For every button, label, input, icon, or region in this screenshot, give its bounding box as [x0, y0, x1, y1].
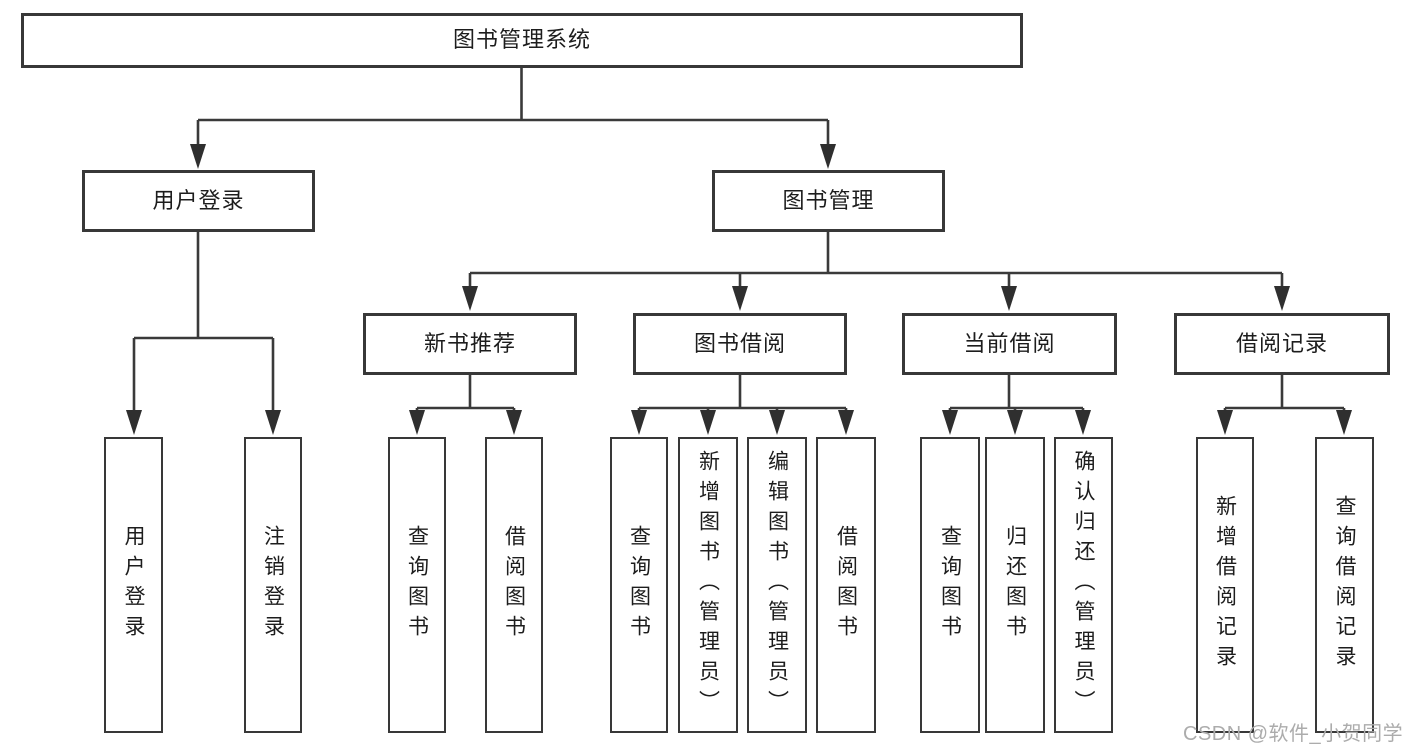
leaf-user-login: 用户登录 — [104, 437, 163, 733]
leaf-query-books-2: 查询图书 — [610, 437, 668, 733]
node-root: 图书管理系统 — [21, 13, 1023, 68]
leaf-query-books-3-label: 查询图书 — [938, 525, 962, 645]
arrow-icon — [820, 144, 836, 169]
arrow-icon — [631, 410, 647, 435]
leaf-logout-label: 注销登录 — [261, 525, 285, 645]
arrow-icon — [126, 410, 142, 435]
leaf-edit-book-admin: 编辑图书（管理员） — [747, 437, 807, 733]
leaf-borrow-books-1: 借阅图书 — [485, 437, 543, 733]
leaf-logout: 注销登录 — [244, 437, 302, 733]
arrow-icon — [838, 410, 854, 435]
node-book-management: 图书管理 — [712, 170, 945, 232]
node-book-management-label: 图书管理 — [782, 187, 875, 213]
leaf-borrow-books-2: 借阅图书 — [816, 437, 876, 733]
node-root-label: 图书管理系统 — [452, 27, 591, 53]
arrow-icon — [1001, 286, 1017, 311]
leaf-add-borrow-record: 新增借阅记录 — [1196, 437, 1254, 733]
watermark: CSDN @软件_小贺同学 — [1183, 723, 1404, 745]
leaf-query-borrow-record-label: 查询借阅记录 — [1333, 495, 1357, 675]
arrow-icon — [409, 410, 425, 435]
connector-root-to-level2 — [196, 68, 830, 150]
arrow-icon — [732, 286, 748, 311]
arrow-icon — [769, 410, 785, 435]
leaf-add-borrow-record-label: 新增借阅记录 — [1213, 495, 1237, 675]
leaf-query-borrow-record: 查询借阅记录 — [1315, 437, 1374, 733]
node-user-login: 用户登录 — [82, 170, 315, 232]
arrow-icon — [462, 286, 478, 311]
node-book-borrow: 图书借阅 — [633, 313, 847, 375]
connector-user-login-children — [132, 232, 275, 418]
leaf-confirm-return-admin: 确认归还（管理员） — [1054, 437, 1113, 733]
connector-book-borrow-children — [637, 375, 848, 420]
leaf-borrow-books-2-label: 借阅图书 — [834, 525, 858, 645]
leaf-add-book-admin: 新增图书（管理员） — [678, 437, 738, 733]
arrow-icon — [1007, 410, 1023, 435]
arrow-icon — [942, 410, 958, 435]
arrow-icon — [1336, 410, 1352, 435]
node-current-borrow: 当前借阅 — [902, 313, 1117, 375]
leaf-add-book-admin-label: 新增图书（管理员） — [696, 450, 720, 720]
leaf-edit-book-admin-label: 编辑图书（管理员） — [765, 450, 789, 720]
leaf-return-book: 归还图书 — [985, 437, 1045, 733]
leaf-confirm-return-admin-label: 确认归还（管理员） — [1072, 450, 1096, 720]
node-current-borrow-label: 当前借阅 — [963, 330, 1056, 356]
connector-borrow-record-children — [1223, 375, 1346, 420]
arrow-icon — [265, 410, 281, 435]
connector-new-book-children — [415, 375, 516, 420]
node-borrow-records-label: 借阅记录 — [1235, 330, 1328, 356]
arrow-icon — [1075, 410, 1091, 435]
arrow-icon — [506, 410, 522, 435]
leaf-query-books-3: 查询图书 — [920, 437, 980, 733]
node-user-login-label: 用户登录 — [152, 187, 245, 213]
node-new-book-recommend-label: 新书推荐 — [423, 330, 516, 356]
arrow-icon — [1274, 286, 1290, 311]
node-new-book-recommend: 新书推荐 — [363, 313, 577, 375]
arrow-icon — [700, 410, 716, 435]
connector-book-management-children — [468, 232, 1284, 294]
node-book-borrow-label: 图书借阅 — [693, 330, 786, 356]
leaf-return-book-label: 归还图书 — [1003, 525, 1027, 645]
arrow-icon — [190, 144, 206, 169]
connector-current-borrow-children — [948, 375, 1085, 420]
leaf-query-books-1-label: 查询图书 — [405, 525, 429, 645]
leaf-user-login-label: 用户登录 — [122, 525, 146, 645]
node-borrow-records: 借阅记录 — [1174, 313, 1390, 375]
leaf-borrow-books-1-label: 借阅图书 — [502, 525, 526, 645]
leaf-query-books-1: 查询图书 — [388, 437, 446, 733]
leaf-query-books-2-label: 查询图书 — [627, 525, 651, 645]
arrow-icon — [1217, 410, 1233, 435]
